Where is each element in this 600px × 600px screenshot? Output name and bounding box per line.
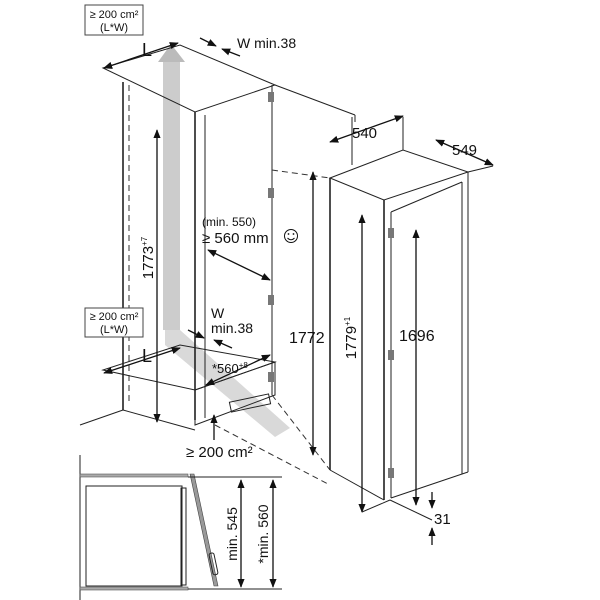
bottom-vent-formula: (L*W)	[100, 324, 128, 336]
dimension-lines	[103, 37, 494, 545]
door-height: 1696	[399, 328, 435, 345]
appliance-width: 540	[352, 125, 377, 142]
top-L-label: L	[142, 40, 152, 60]
appliance	[328, 149, 470, 521]
inset-top-view: min. 545 *min. 560	[79, 455, 282, 600]
smiley-icon	[284, 229, 298, 243]
niche-width: *560+8	[212, 361, 248, 376]
top-vent-box: ≥ 200 cm² (L*W)	[84, 4, 144, 36]
door-clearance-min: (min. 550)	[202, 215, 256, 229]
door-offset: 31	[434, 511, 451, 528]
bottom-vent-area: ≥ 200 cm²	[90, 311, 139, 323]
top-vent-formula: (L*W)	[100, 22, 128, 34]
door-clearance: ≥ 560 mm	[202, 230, 269, 247]
niche-cabinet	[79, 44, 356, 486]
inset-depth-545: min. 545	[224, 507, 240, 561]
appliance-depth: 549	[452, 142, 477, 159]
floor-vent: ≥ 200 cm²	[186, 444, 253, 461]
bottom-vent-box: ≥ 200 cm² (L*W)	[84, 307, 144, 338]
top-vent-area: ≥ 200 cm²	[90, 9, 139, 21]
hinge-icons	[268, 92, 274, 382]
inset-depth-560: *min. 560	[255, 504, 271, 563]
bottom-W-label: W	[211, 305, 225, 321]
top-W-label: W min.38	[237, 35, 296, 51]
bottom-L-label: L	[142, 346, 152, 366]
bottom-W-min: min.38	[211, 320, 253, 336]
appliance-height-niche: 1772	[289, 330, 325, 347]
niche-height: 1773+7	[140, 236, 157, 279]
appliance-height: 1779+1	[343, 316, 360, 359]
